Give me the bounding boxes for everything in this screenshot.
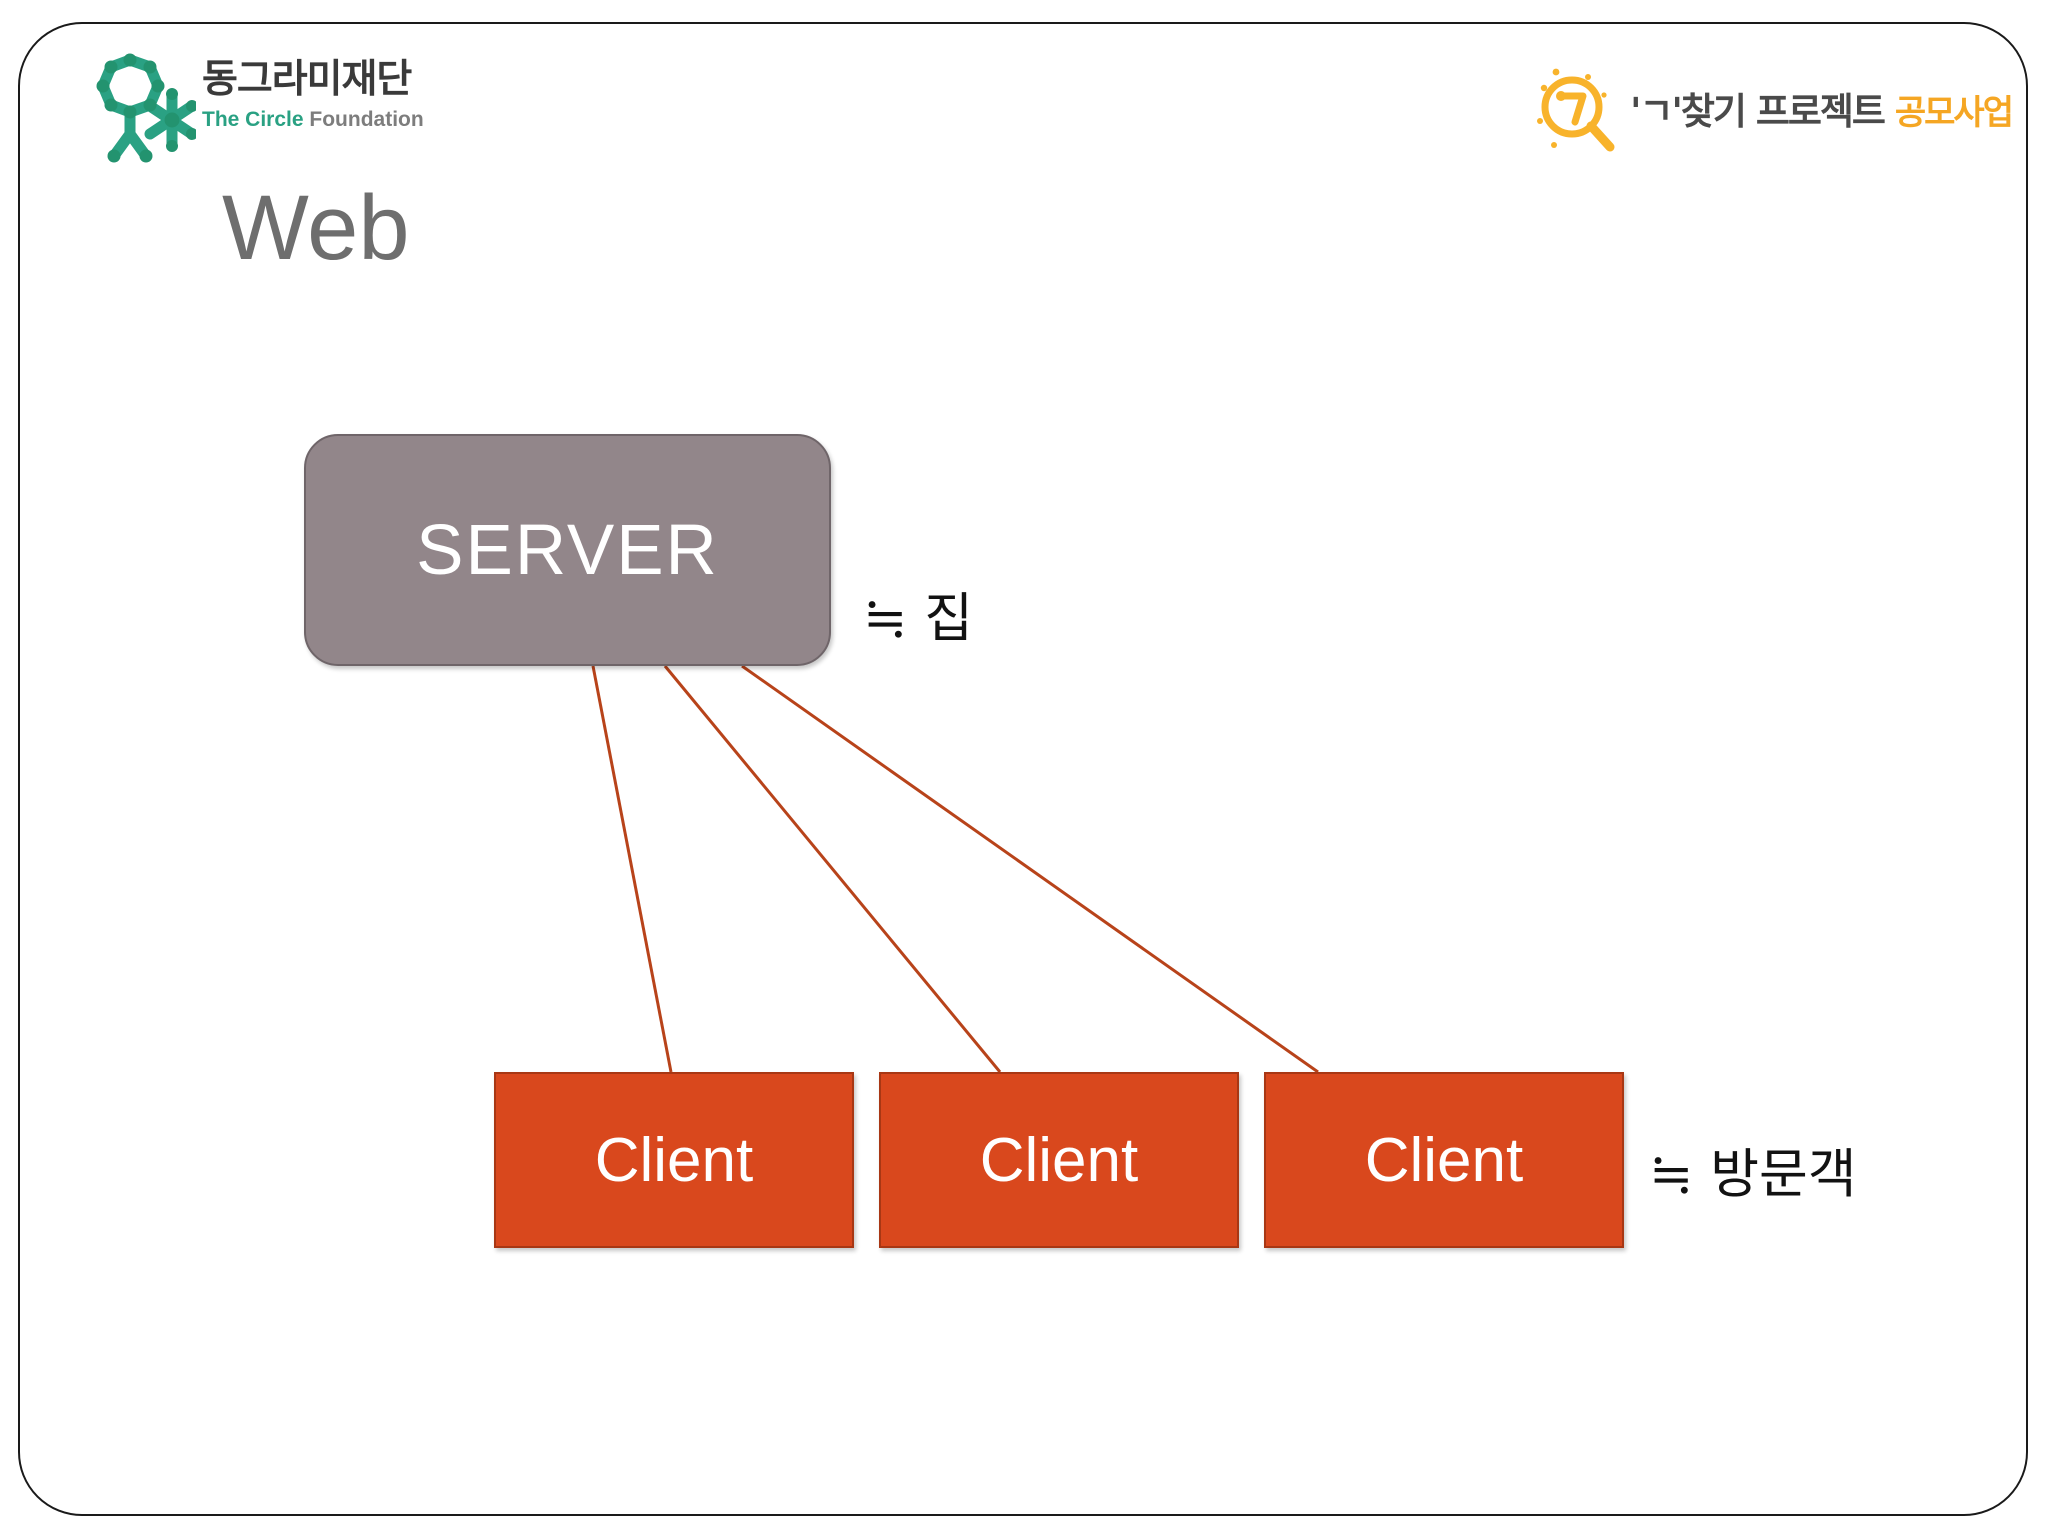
circle-foundation-wordmark: 동그라미재단 The Circle Foundation: [202, 60, 502, 131]
client-annotation: ≒ 방문객: [1649, 1144, 1857, 1205]
server-node-label: SERVER: [416, 510, 719, 590]
magnifier-giyeok-icon: [1534, 65, 1620, 157]
circle-foundation-mark-icon: [96, 53, 196, 163]
connector-server-to-client-2: [663, 665, 1002, 1073]
connector-server-to-client-1: [591, 665, 673, 1073]
giyeok-finding-project-logo: 'ㄱ'찾기 프로젝트 공모사업: [1534, 56, 2014, 166]
server-node[interactable]: SERVER: [304, 434, 831, 666]
circle-foundation-korean-name: 동그라미재단: [202, 57, 412, 102]
server-annotation: ≒ 집: [863, 588, 974, 649]
client-node-1-label: Client: [594, 1125, 754, 1195]
client-node-3-label: Client: [1364, 1125, 1524, 1195]
connector-server-to-client-3: [741, 664, 1319, 1074]
page-title: Web: [222, 177, 410, 279]
circle-foundation-english-name: The Circle Foundation: [202, 108, 502, 131]
client-node-1[interactable]: Client: [494, 1072, 854, 1248]
circle-foundation-english-name-part2: Foundation: [309, 108, 424, 131]
client-node-3[interactable]: Client: [1264, 1072, 1624, 1248]
client-node-2[interactable]: Client: [879, 1072, 1239, 1248]
client-node-2-label: Client: [979, 1125, 1139, 1195]
project-subtitle-text: 공모사업: [1894, 92, 2014, 133]
circle-foundation-logo: 동그라미재단 The Circle Foundation: [84, 50, 504, 170]
circle-foundation-english-name-part1: The Circle: [202, 108, 304, 131]
project-title-text: 'ㄱ'찾기 프로젝트: [1630, 89, 1886, 133]
giyeok-finding-project-wordmark: 'ㄱ'찾기 프로젝트 공모사업: [1630, 89, 2014, 133]
